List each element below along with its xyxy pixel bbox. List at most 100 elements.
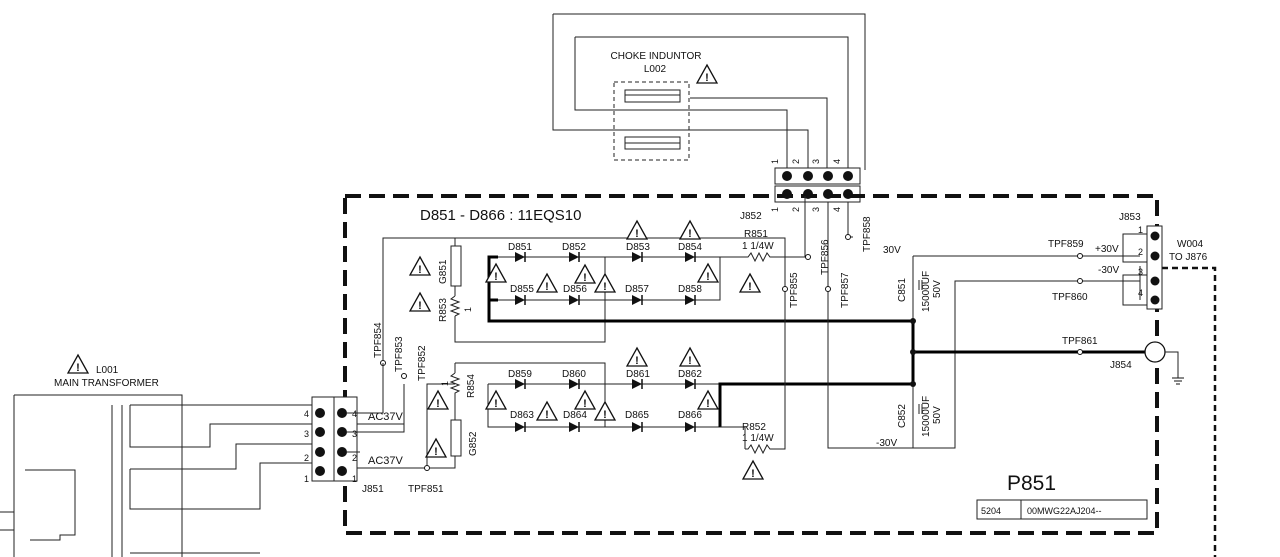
left-pin: 2: [304, 453, 309, 463]
choke-title: CHOKE INDUNTOR: [611, 51, 702, 62]
c852-label: C852: [897, 404, 908, 428]
diode-label: D863: [510, 410, 534, 421]
warning-icon: [594, 273, 616, 294]
tp-label: TPF858: [862, 216, 873, 252]
c852-voltage: 50V: [932, 406, 943, 424]
diode-label: D860: [562, 369, 586, 380]
rail-neg30v: -30V: [876, 438, 897, 449]
diode-label: D854: [678, 242, 702, 253]
capacitor-section: TPF855 TPF856 TPF857 TPF858 TPF859 TPF86…: [782, 202, 1148, 449]
rail-30v: 30V: [883, 245, 901, 256]
r853-value: 1: [463, 307, 473, 312]
tp-label: TPF854: [373, 322, 384, 358]
lower-rectifier: D859 D860 D861 D862 D863 D864 D865 D866 …: [345, 289, 913, 481]
transformer-ref: L001: [96, 365, 119, 376]
choke-inductor: CHOKE INDUNTOR L002: [552, 13, 866, 170]
diode-label: D855: [510, 284, 534, 295]
j854-label: J854: [1110, 360, 1132, 371]
r851-value: 1 1/4W: [742, 241, 774, 252]
diode-label: D853: [626, 242, 650, 253]
warning-icon: [594, 401, 616, 422]
c852-value: 15000UF: [921, 396, 932, 437]
c851-voltage: 50V: [932, 280, 943, 298]
upper-rectifier: D851 D852 D853 D854 D855 D856 D857 D858 …: [382, 196, 913, 360]
diode-label: D852: [562, 242, 586, 253]
left-pin: 1: [304, 474, 309, 484]
ac-label: AC37V: [368, 455, 404, 467]
warning-icon: [409, 256, 431, 277]
r851-label: R851: [744, 229, 768, 240]
j853-pin: 4: [1138, 288, 1143, 298]
top-pin-1: 1: [770, 159, 780, 164]
top-connector: 1 2 3 4 1 2 3 4 J852: [740, 159, 861, 222]
tp-label: TPF852: [417, 345, 428, 381]
warning-icon: [679, 220, 701, 241]
diode-label: D861: [626, 369, 650, 380]
part-code: 5204: [981, 506, 1001, 516]
right-pin: 1: [352, 474, 357, 484]
warning-icon: [409, 292, 431, 313]
w004-label: W004: [1177, 239, 1204, 250]
tp-label: TPF855: [789, 272, 800, 308]
r854-value: 1: [440, 381, 450, 386]
board-ref: P851: [1007, 472, 1056, 495]
r852-label: R852: [742, 422, 766, 433]
warning-icon: [697, 263, 719, 284]
diode-label: D865: [625, 410, 649, 421]
j853-pin: 1: [1138, 225, 1143, 235]
diode-label: D859: [508, 369, 532, 380]
warning-icon: [574, 264, 596, 285]
left-pin: 4: [304, 409, 309, 419]
r854-label: R854: [466, 374, 477, 398]
main-transformer: L001 MAIN TRANSFORMER: [0, 354, 312, 557]
choke-ref: L002: [644, 64, 667, 75]
warning-icon: [697, 390, 719, 411]
diode-label: D856: [563, 284, 587, 295]
c851-label: C851: [897, 278, 908, 302]
tp-label: TPF853: [394, 336, 405, 372]
j852-pin-4: 4: [832, 207, 842, 212]
warning-icon: [67, 354, 89, 375]
w004-dest: TO J876: [1169, 252, 1208, 263]
warning-icon: [427, 390, 449, 411]
tp-label: TPF851: [408, 484, 444, 495]
top-pin-4: 4: [832, 159, 842, 164]
j852-pin-3: 3: [811, 207, 821, 212]
j851-connector: 4 3 2 1 4 3 2 1 J851 AC37V AC37V: [304, 363, 405, 495]
j852-pin-1: 1: [770, 207, 780, 212]
warning-icon: [626, 220, 648, 241]
tp-label: TPF861: [1062, 336, 1098, 347]
diode-label: D866: [678, 410, 702, 421]
diode-label: D851: [508, 242, 532, 253]
r853-label: R853: [438, 298, 449, 322]
warning-icon: [536, 401, 558, 422]
diode-label: D862: [678, 369, 702, 380]
j851-label: J851: [362, 484, 384, 495]
rail-neg30v-out: -30V: [1098, 265, 1119, 276]
right-pin: 3: [352, 429, 357, 439]
warning-icon: [679, 347, 701, 368]
rail-pos30v-out: +30V: [1095, 244, 1119, 255]
transformer-title: MAIN TRANSFORMER: [54, 378, 159, 389]
part-number: 00MWG22AJ204--: [1027, 506, 1102, 516]
j853-pin: 2: [1138, 247, 1143, 257]
warning-icon: [742, 460, 764, 481]
warning-icon: [626, 347, 648, 368]
left-pin: 3: [304, 429, 309, 439]
j853-connector: J853 1 2 3 4 W004 TO J876: [1119, 212, 1208, 310]
warning-icon: [425, 438, 447, 459]
g851-label: G851: [438, 259, 449, 284]
w004-cable: [1162, 266, 1217, 557]
j852-label: J852: [740, 211, 762, 222]
tp-label: TPF857: [840, 272, 851, 308]
j852-pin-2: 2: [791, 207, 801, 212]
diode-note: D851 - D866 : 11EQS10: [420, 207, 581, 224]
j853-label: J853: [1119, 212, 1141, 223]
r852-value: 1 1/4W: [742, 433, 774, 444]
top-pin-2: 2: [791, 159, 801, 164]
warning-icon: [739, 273, 761, 294]
diode-label: D857: [625, 284, 649, 295]
top-pin-3: 3: [811, 159, 821, 164]
warning-icon: [696, 64, 718, 85]
